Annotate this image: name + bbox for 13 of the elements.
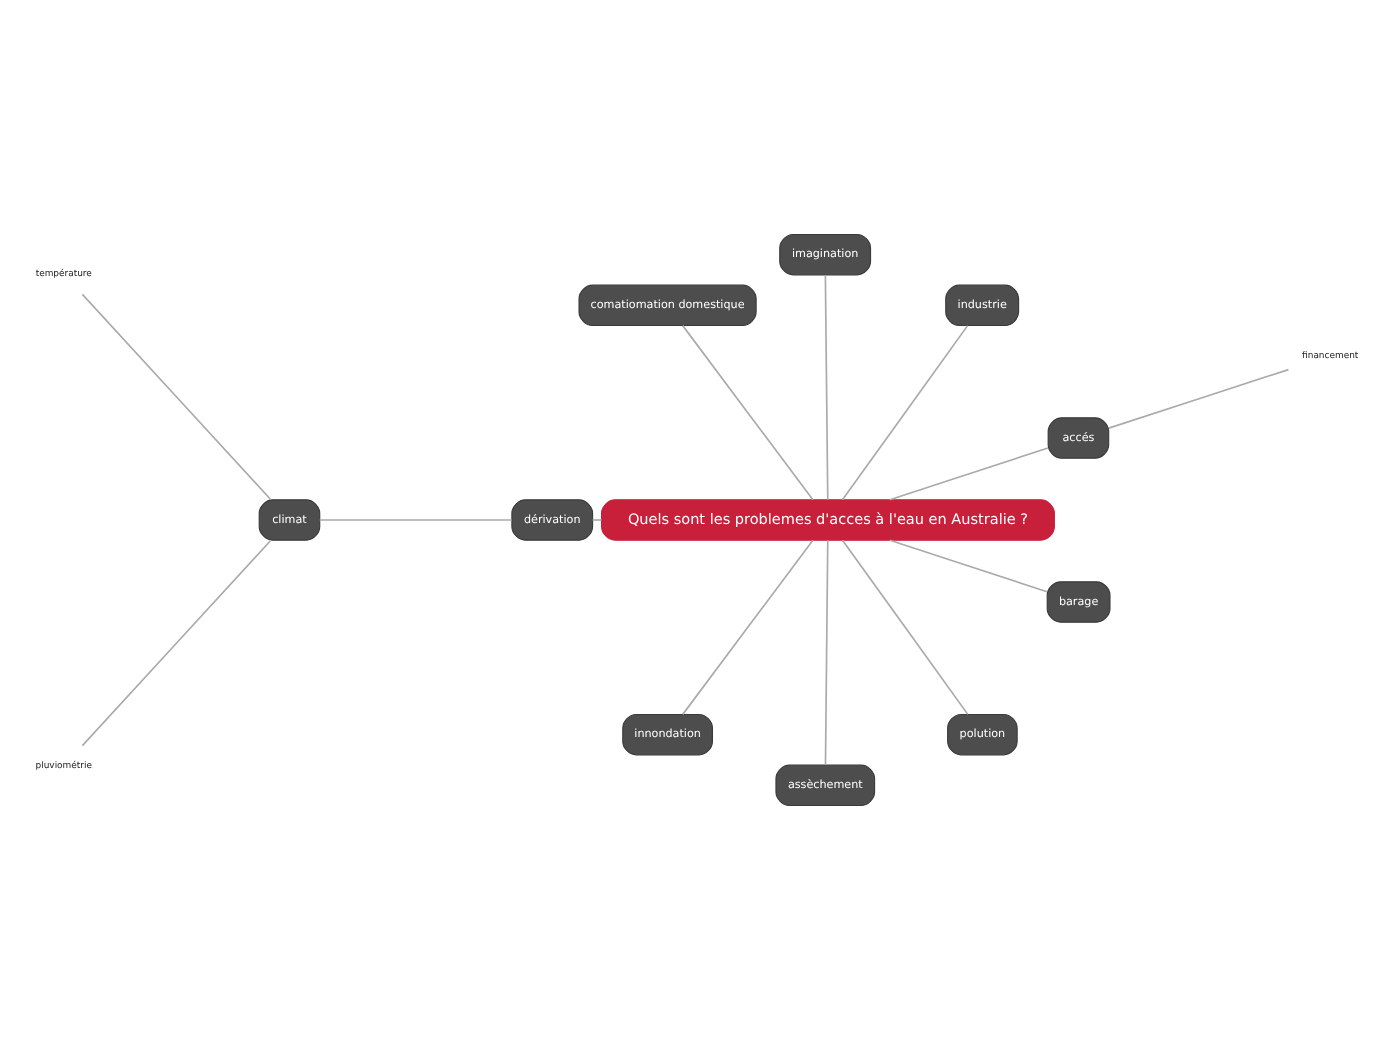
connector [681,539,814,716]
connector [824,539,829,766]
connector [81,539,272,747]
connector [681,324,814,501]
connector [889,447,1049,501]
connector [841,539,969,716]
connector [81,293,272,501]
connector [841,324,969,501]
connector [318,519,513,521]
connector [1107,368,1290,429]
connector [591,519,603,521]
connector [824,274,829,501]
connector [889,539,1048,593]
